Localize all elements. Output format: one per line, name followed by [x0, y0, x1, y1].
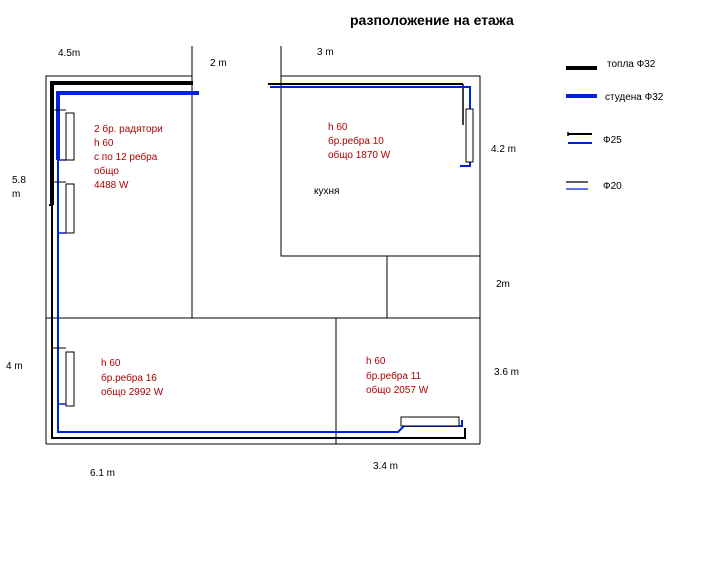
room1-line: общо — [94, 165, 119, 177]
legend-label-20: Ф20 — [603, 181, 622, 192]
dim-right-upper: 4.2 m — [491, 144, 516, 155]
room3-line: бр.ребра 16 — [101, 372, 157, 384]
room1-line: с по 12 ребра — [94, 151, 158, 163]
room4-line: бр.ребра 11 — [366, 370, 422, 382]
room3-line: h 60 — [101, 358, 121, 369]
kitchen-line: бр.ребра 10 — [328, 135, 384, 147]
room1-notes: 2 бр. радятори h 60 с по 12 ребра общо 4… — [94, 123, 163, 191]
dim-left-upper: 5.8 — [12, 175, 26, 186]
kitchen-label: кухня — [314, 186, 339, 197]
legend-label-cold-32: студена Ф32 — [605, 92, 664, 103]
hot-pipe-main — [50, 81, 193, 205]
dim-top-mid: 2 m — [210, 58, 227, 69]
dim-bottom-right: 3.4 m — [373, 461, 398, 472]
radiator-room4 — [400, 416, 460, 427]
radiator-kitchen — [465, 108, 474, 163]
legend-label-25: Ф25 — [603, 135, 622, 146]
room4-notes: h 60 бр.ребра 11 общо 2057 W — [366, 356, 429, 396]
kitchen-notes: h 60 бр.ребра 10 общо 1870 W — [328, 122, 391, 161]
radiator-room1-a — [65, 112, 75, 161]
wall-outer-left — [45, 75, 192, 444]
room4-line: h 60 — [366, 356, 386, 367]
legend-swatch-20 — [566, 181, 588, 190]
room3-line: общо 2992 W — [101, 386, 164, 398]
radiator-room1-b — [65, 183, 75, 234]
legend-label-hot-32: топла Ф32 — [607, 59, 656, 70]
dim-top-left: 4.5m — [58, 48, 80, 59]
wall-kitchen-top-right — [281, 75, 481, 444]
legend: топла Ф32 студена Ф32 Ф25 Ф20 — [566, 59, 664, 192]
kitchen-line: общо 1870 W — [328, 149, 391, 161]
room1-line: 2 бр. радятори — [94, 123, 163, 135]
room4-line: общо 2057 W — [366, 384, 429, 396]
dim-left-upper-unit: m — [12, 189, 20, 200]
dim-right-lower: 3.6 m — [494, 367, 519, 378]
kitchen-line: h 60 — [328, 122, 348, 133]
room1-line: 4488 W — [94, 180, 129, 191]
dim-left-lower: 4 m — [6, 361, 23, 372]
wall-kitchen-left — [280, 46, 388, 318]
cold-pipe-return — [57, 160, 463, 433]
hot-pipe-return — [51, 205, 466, 439]
cold-pipe-main — [56, 91, 199, 160]
dim-right-mid: 2m — [496, 279, 510, 290]
radiator-room3 — [65, 351, 75, 407]
dim-bottom-left: 6.1 m — [90, 468, 115, 479]
page-title: разположение на етажа — [350, 12, 514, 28]
room1-line: h 60 — [94, 138, 114, 149]
legend-swatch-25 — [567, 132, 592, 144]
dim-top-right: 3 m — [317, 47, 334, 58]
room3-notes: h 60 бр.ребра 16 общо 2992 W — [101, 358, 164, 398]
